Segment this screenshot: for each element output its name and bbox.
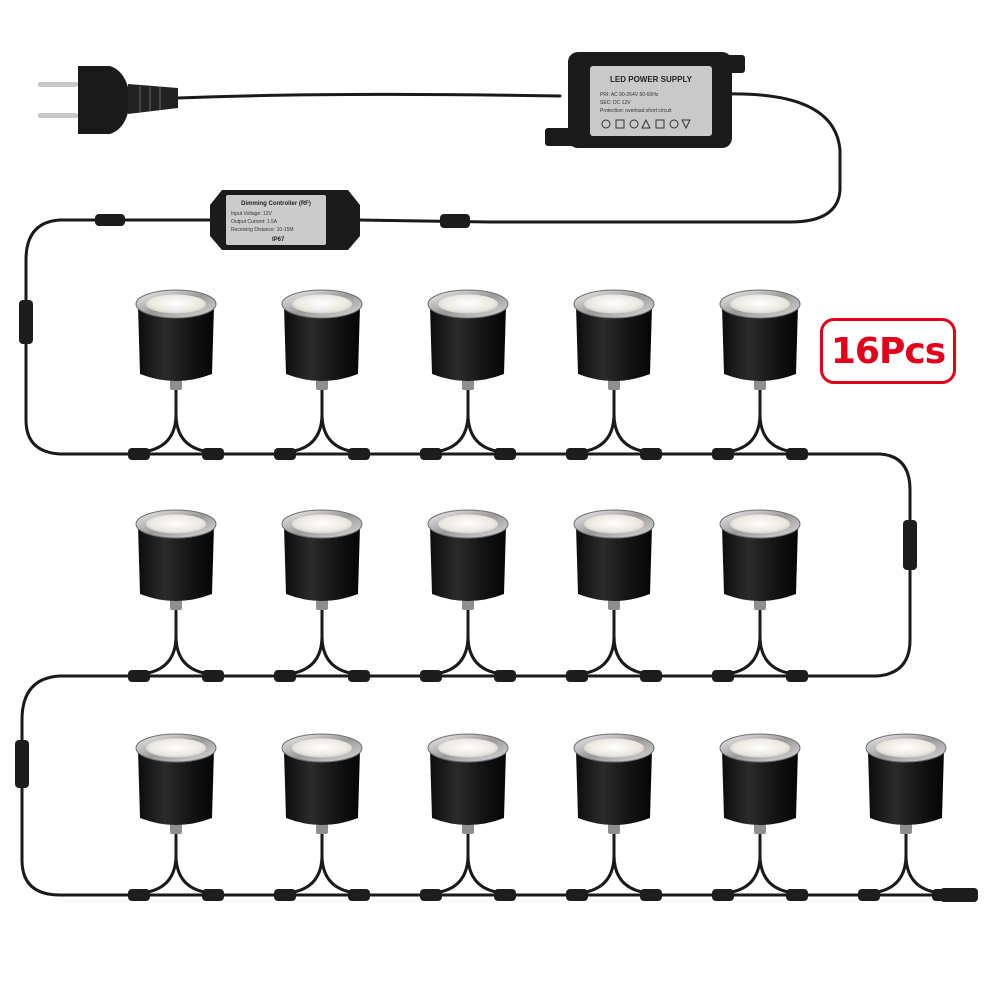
controller-title: Dimming Controller (RF): [241, 201, 311, 207]
quantity-label: 16Pcs: [830, 330, 946, 372]
led-light-8: [420, 509, 516, 682]
controller-spec-3: Receiving Distance: 10-15M: [231, 227, 294, 233]
power-supply-spec-2: SEC: DC 12V: [600, 100, 631, 106]
led-light-2: [274, 289, 370, 460]
dimming-controller: Dimming Controller (RF) Input Voltage: 1…: [210, 190, 360, 250]
controller-rating: IP67: [272, 237, 285, 243]
led-light-13: [420, 733, 516, 901]
power-supply-spec-3: Protection: overload short circuit: [600, 108, 672, 114]
led-light-16: [858, 733, 954, 901]
led-light-5: [712, 289, 808, 460]
eu-plug-icon: [38, 66, 178, 134]
certification-icons: [601, 118, 691, 130]
led-light-12: [274, 733, 370, 901]
led-light-6: [128, 509, 224, 682]
controller-spec-2: Output Current: 1.5A: [231, 219, 278, 225]
led-lights: [128, 289, 954, 901]
led-light-11: [128, 733, 224, 901]
led-light-7: [274, 509, 370, 682]
led-light-14: [566, 733, 662, 901]
led-light-15: [712, 733, 808, 901]
led-light-1: [128, 289, 224, 460]
controller-spec-1: Input Voltage: 12V: [231, 211, 273, 217]
cable-network: [20, 92, 977, 897]
led-light-4: [566, 289, 662, 460]
led-light-3: [420, 289, 516, 460]
power-supply-spec-1: PRI: AC 90-264V 50-60Hz: [600, 92, 659, 98]
led-light-10: [712, 509, 808, 682]
power-supply-title: LED POWER SUPPLY: [610, 75, 693, 84]
led-light-9: [566, 509, 662, 682]
led-power-supply: LED POWER SUPPLY PRI: AC 90-264V 50-60Hz…: [545, 52, 745, 148]
quantity-badge: 16Pcs: [820, 318, 956, 384]
